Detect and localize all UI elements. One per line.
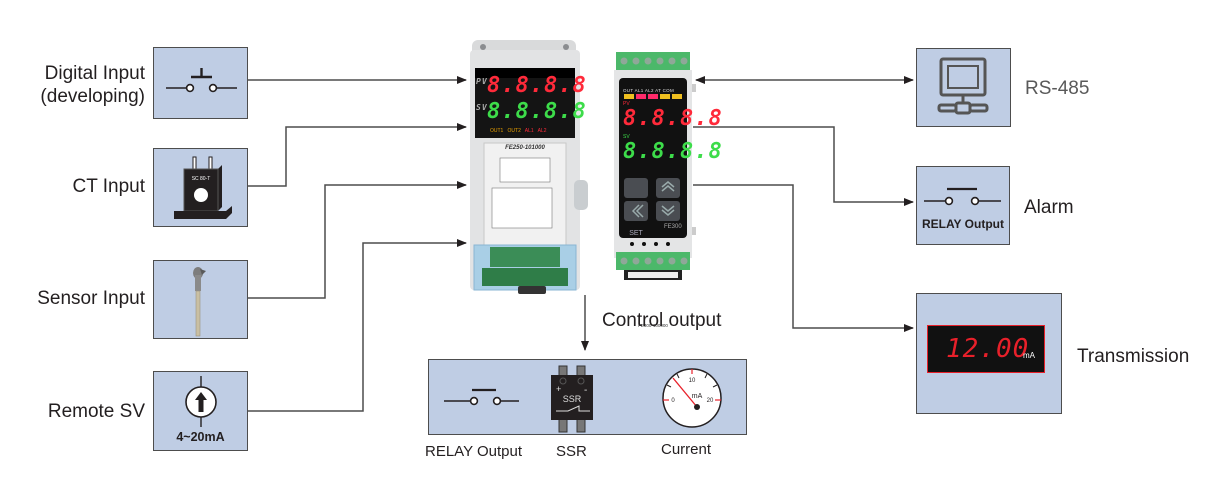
- fe300-indicator-al2: AL2: [644, 88, 654, 93]
- rs485-label: RS-485: [1025, 78, 1090, 99]
- ct-input-box: SC 80-T: [153, 148, 248, 227]
- control-output-title: Control output: [602, 310, 722, 331]
- ssr-icon: + - SSR: [551, 365, 593, 433]
- ct-input-label: CT Input: [72, 176, 145, 197]
- remote-sv-connector: [247, 239, 467, 412]
- fe250-sv-display: 8.8.8.8: [487, 99, 587, 124]
- alarm-box: RELAY Output: [916, 166, 1010, 245]
- svg-text:SC 80-T: SC 80-T: [192, 176, 211, 182]
- remote-sv-label: Remote SV: [47, 401, 145, 422]
- sensor-input-connector: [247, 181, 467, 299]
- fe250-indicator-al1: AL1: [524, 128, 534, 134]
- fe250-indicator-al2: AL2: [537, 128, 547, 134]
- svg-text:0: 0: [671, 398, 675, 404]
- fe250-pv-display: 8.8.8.8: [487, 73, 587, 98]
- alarm-relay-output-label: RELAY Output: [921, 217, 1004, 231]
- fe250-indicator-out1: OUT1: [490, 128, 504, 134]
- push-button-switch-icon: [166, 68, 237, 93]
- svg-text:20: 20: [707, 398, 714, 404]
- svg-text:+: +: [556, 384, 561, 394]
- control-output-icons: + - SSR 10 0 20 mA: [444, 365, 722, 433]
- fe300-indicator-labels: OUT AL1 AL2 AT COM: [623, 88, 674, 93]
- sensor-input-box: [153, 260, 248, 339]
- fe250-model-label: FE250-101000: [505, 145, 545, 151]
- ammeter-gauge-icon: 10 0 20 mA: [662, 368, 722, 428]
- ct-input-connector: [247, 123, 467, 187]
- rs485-box: [916, 48, 1011, 127]
- fe300-sv-label: SV: [623, 134, 630, 140]
- digital-input-box: [153, 47, 248, 119]
- alarm-label: Alarm: [1024, 197, 1074, 218]
- fe300-bottom-label: FE300-100000: [638, 323, 668, 328]
- fe250-sv-label: SV: [476, 103, 488, 112]
- thermocouple-probe-icon: [193, 267, 206, 337]
- fe300-pv-label: PV: [623, 101, 630, 107]
- fe300-pv-display: 8.8.8.8: [623, 106, 723, 131]
- fe300-model-label: FE300: [664, 224, 682, 230]
- control-output-current-label: Current: [661, 441, 712, 458]
- controller-fe300: OUT AL1 AL2 AT COM PV 8.8.8.8 SV 8.8.8.8…: [614, 52, 722, 328]
- transmission-connector: [693, 184, 914, 332]
- transmission-display-value: 12.00: [946, 334, 1030, 364]
- fe300-set-button[interactable]: SET: [629, 230, 643, 237]
- svg-text:-: -: [584, 385, 587, 396]
- transmission-display-unit: mA: [1023, 351, 1035, 360]
- digital-input-label: Digital Input (developing): [0, 62, 145, 108]
- current-transformer-icon: SC 80-T: [174, 156, 232, 219]
- network-computer-icon: [937, 57, 989, 115]
- fe300-sv-display: 8.8.8.8: [623, 139, 723, 164]
- control-output-relay-label: RELAY Output: [425, 443, 523, 460]
- alarm-connector: [693, 126, 914, 206]
- svg-text:mA: mA: [692, 393, 703, 400]
- fe250-pv-label: PV: [476, 77, 488, 86]
- remote-sv-box: 4~20mA: [153, 371, 248, 451]
- control-output-ssr-label: SSR: [556, 443, 587, 460]
- digital-input-label-line2: (developing): [40, 86, 145, 107]
- relay-switch-icon: [924, 187, 1001, 206]
- controller-fe250-body: [470, 40, 588, 294]
- digital-meter-icon: 12.00 mA: [927, 325, 1045, 373]
- transmission-box: 12.00 mA: [916, 293, 1062, 414]
- control-output-box: + - SSR 10 0 20 mA: [428, 359, 747, 435]
- sensor-input-label: Sensor Input: [37, 288, 145, 309]
- controller-fe300-body: [614, 52, 696, 280]
- relay-switch-icon: [444, 388, 519, 406]
- fe300-indicator-out: OUT: [623, 88, 634, 93]
- svg-text:10: 10: [689, 378, 696, 384]
- current-source-icon: [185, 376, 217, 427]
- remote-sv-range-label: 4~20mA: [176, 430, 225, 444]
- fe300-indicator-al1: AL1: [634, 88, 644, 93]
- fe250-indicators: OUT1 OUT2 AL1 AL2: [490, 128, 546, 134]
- transmission-label: Transmission: [1077, 346, 1190, 367]
- controller-fe250: PV 8.8.8.8 SV 8.8.8.8 OUT1 OUT2 AL1 AL2 …: [470, 40, 588, 294]
- digital-input-label-line1: Digital Input: [44, 63, 145, 84]
- fe250-indicator-out2: OUT2: [507, 128, 521, 134]
- fe300-indicator-at: AT: [655, 88, 662, 93]
- svg-text:SSR: SSR: [563, 394, 582, 404]
- fe300-indicator-com: COM: [662, 88, 675, 93]
